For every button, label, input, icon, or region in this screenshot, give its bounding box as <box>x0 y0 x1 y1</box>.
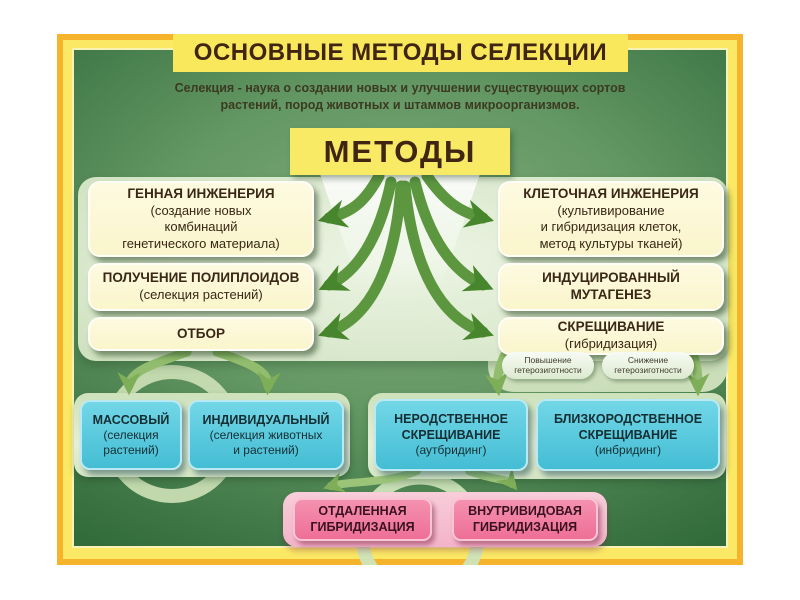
method-box-polyploids: ПОЛУЧЕНИЕ ПОЛИПЛОИДОВ (селекция растений… <box>88 263 314 311</box>
box-title: ГЕННАЯ ИНЖЕНЕРИЯ <box>127 185 275 201</box>
method-box-otbor: ОТБОР <box>88 317 314 351</box>
box-title: ПОЛУЧЕНИЕ ПОЛИПЛОИДОВ <box>102 270 300 286</box>
box-title: ОТБОР <box>177 325 225 341</box>
arrows-layer <box>117 170 710 493</box>
box-subtitle: (селекция животных и растений) <box>209 428 323 457</box>
hybridization-box-intraspecific: ВНУТРИВИДОВАЯ ГИБРИДИЗАЦИЯ <box>452 498 598 541</box>
box-subtitle: (аутбридинг) <box>415 442 487 457</box>
hybridization-arrows <box>323 467 518 493</box>
box-title: СКРЕЩИВАНИЕ <box>557 319 665 335</box>
methods-hub-label: МЕТОДЫ <box>290 128 510 175</box>
box-title: ОТДАЛЕННАЯ ГИБРИДИЗАЦИЯ <box>310 503 415 534</box>
box-title: ИНДИВИДУАЛЬНЫЙ <box>202 412 330 427</box>
selection-methods-poster: ОСНОВНЫЕ МЕТОДЫ СЕЛЕКЦИИ Селекция - наук… <box>57 34 743 565</box>
hybridization-box-distant: ОТДАЛЕННАЯ ГИБРИДИЗАЦИЯ <box>293 498 432 541</box>
method-box-gene-engineering: ГЕННАЯ ИНЖЕНЕРИЯ (создание новых комбина… <box>88 181 314 257</box>
box-subtitle: (гибридизация) <box>564 336 658 352</box>
box-subtitle: (создание новых комбинаций генетического… <box>122 202 280 251</box>
selection-box-outbreeding: НЕРОДСТВЕННОЕ СКРЕЩИВАНИЕ (аутбридинг) <box>374 399 528 471</box>
poster-subtitle: Селекция - наука о создании новых и улуч… <box>174 81 626 112</box>
box-title: НЕРОДСТВЕННОЕ СКРЕЩИВАНИЕ <box>394 412 508 442</box>
annotation-increase-heterozygosity: Повышение гетерозиготности <box>502 352 594 379</box>
box-title: ВНУТРИВИДОВАЯ ГИБРИДИЗАЦИЯ <box>468 503 582 534</box>
box-title: ИНДУЦИРОВАННЫЙ МУТАГЕНЕЗ <box>542 270 680 302</box>
box-title: МАССОВЫЙ <box>92 412 170 427</box>
method-box-crossing: СКРЕЩИВАНИЕ (гибридизация) <box>498 317 724 355</box>
box-subtitle: (инбридинг) <box>594 442 662 457</box>
method-box-mutagenesis: ИНДУЦИРОВАННЫЙ МУТАГЕНЕЗ <box>498 263 724 311</box>
down-arrows <box>117 347 710 397</box>
page-title: ОСНОВНЫЕ МЕТОДЫ СЕЛЕКЦИИ <box>173 34 628 72</box>
box-title: КЛЕТОЧНАЯ ИНЖЕНЕРИЯ <box>523 185 699 201</box>
box-subtitle: (селекция растений) <box>139 287 263 303</box>
annotation-decrease-heterozygosity: Снижение гетерозиготности <box>602 352 694 379</box>
method-box-cell-engineering: КЛЕТОЧНАЯ ИНЖЕНЕРИЯ (культивирование и г… <box>498 181 724 257</box>
box-subtitle: (селекция растений) <box>103 428 159 457</box>
selection-box-individual: ИНДИВИДУАЛЬНЫЙ (селекция животных и раст… <box>188 400 344 470</box>
fan-arrows <box>317 170 495 341</box>
selection-box-mass: МАССОВЫЙ (селекция растений) <box>80 400 182 470</box>
box-title: БЛИЗКОРОДСТВЕННОЕ СКРЕЩИВАНИЕ <box>553 412 703 442</box>
box-subtitle: (культивирование и гибридизация клеток, … <box>539 202 683 251</box>
selection-box-inbreeding: БЛИЗКОРОДСТВЕННОЕ СКРЕЩИВАНИЕ (инбридинг… <box>536 399 720 471</box>
